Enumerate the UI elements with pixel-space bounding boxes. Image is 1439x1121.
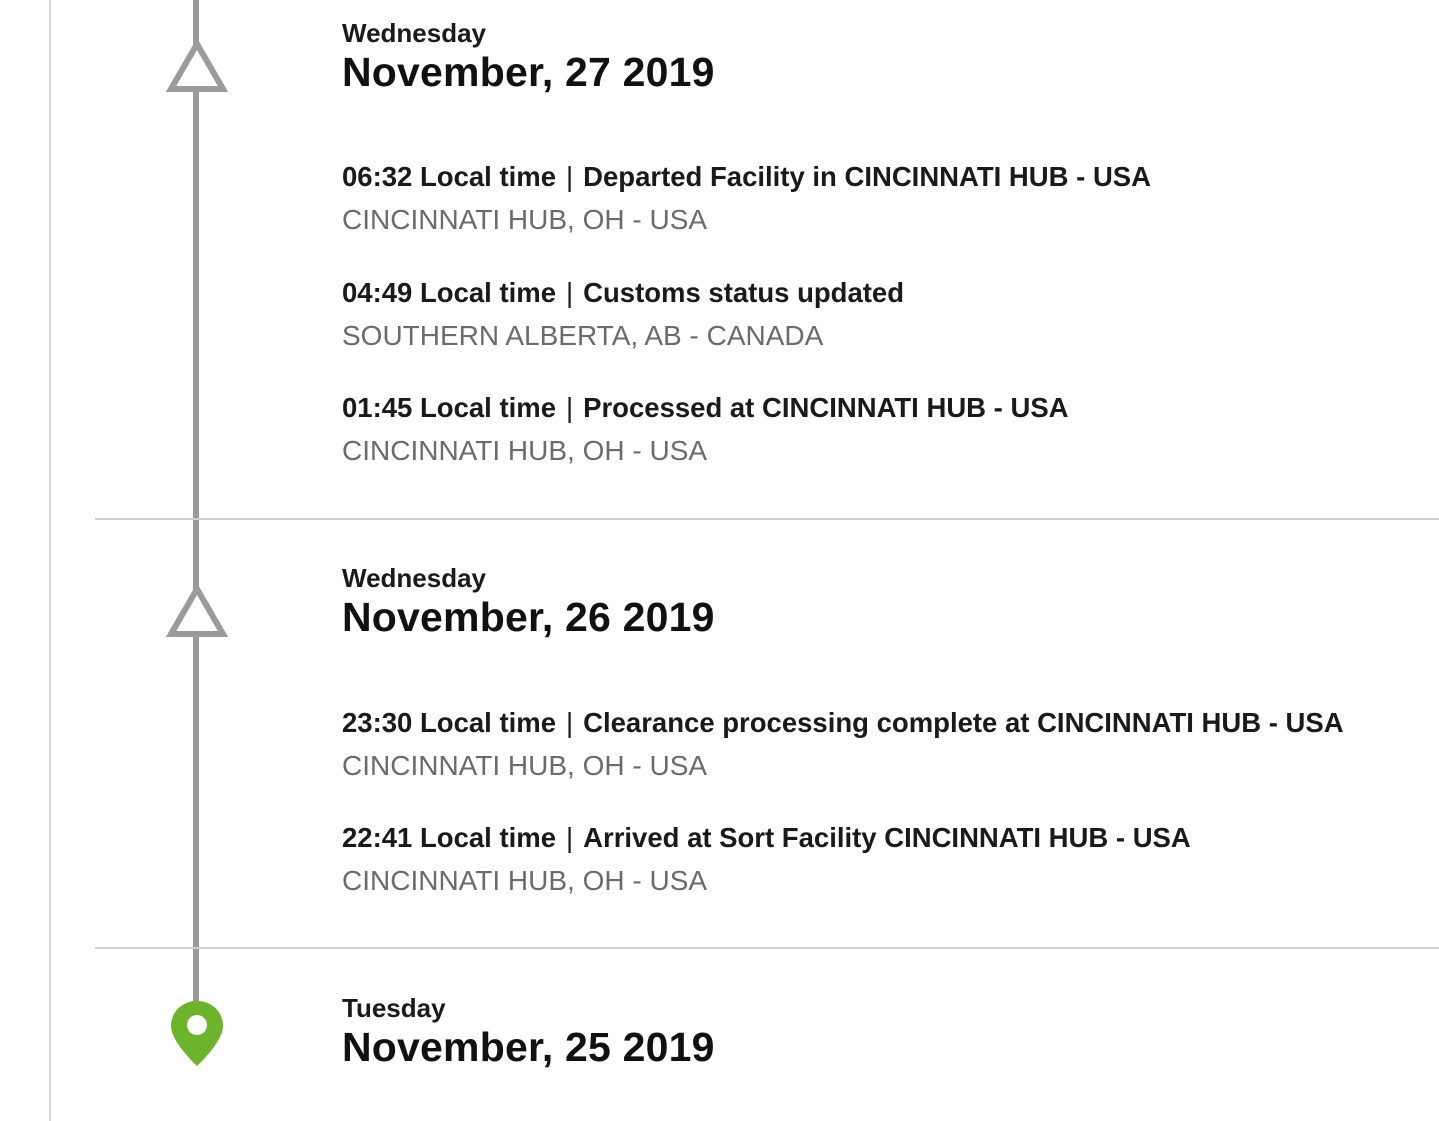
event-location: SOUTHERN ALBERTA, AB - CANADA <box>342 320 824 351</box>
event-separator: | <box>565 707 574 738</box>
event-description: Departed Facility in CINCINNATI HUB - US… <box>583 161 1152 192</box>
event-location: CINCINNATI HUB, OH - USA <box>342 865 708 896</box>
day-header: Tuesday November, 25 2019 <box>342 993 715 1071</box>
day-header: Wednesday November, 26 2019 <box>342 563 715 641</box>
event-title: 06:32 Local time | Departed Facility in CI… <box>342 160 1151 194</box>
event-separator: | <box>565 822 574 853</box>
event-time: 23:30 Local time <box>342 707 556 738</box>
event-item: 04:49 Local time|Customs status updated … <box>342 276 904 353</box>
event-description: Arrived at Sort Facility CINCINNATI HUB … <box>583 822 1191 853</box>
event-time: 06:32 Local time <box>342 161 556 192</box>
event-item: 06:32 Local time | Departed Facility in CI… <box>342 160 1151 237</box>
event-separator: | <box>565 277 574 308</box>
event-description: Processed at CINCINNATI HUB - USA <box>583 392 1069 423</box>
day-weekday: Tuesday <box>342 993 446 1023</box>
event-description: Customs status updated <box>583 277 905 308</box>
event-item: 22:41 Local time | Arrived at Sort Facilit… <box>342 821 1191 898</box>
timeline-line <box>193 0 199 1010</box>
event-time: 22:41 Local time <box>342 822 556 853</box>
day-date: November, 26 2019 <box>342 594 715 640</box>
event-location: CINCINNATI HUB, OH - USA <box>342 204 708 235</box>
event-location: CINCINNATI HUB, OH - USA <box>342 435 708 466</box>
event-title: 04:49 Local time | Customs status updated <box>342 276 904 310</box>
section-divider <box>95 947 1439 949</box>
triangle-outline-icon <box>166 583 228 637</box>
day-date: November, 27 2019 <box>342 49 715 95</box>
event-description: Clearance processing complete at CINCINN… <box>583 707 1344 738</box>
section-divider <box>95 518 1439 520</box>
event-separator: | <box>565 161 574 192</box>
left-border <box>49 0 51 1121</box>
event-time: 04:49 Local time <box>342 277 556 308</box>
event-item: 01:45 Local time | Processed at CINCINNATI… <box>342 391 1069 468</box>
triangle-outline-icon <box>166 38 228 92</box>
day-date: November, 25 2019 <box>342 1024 715 1070</box>
event-location: CINCINNATI HUB, OH - USA <box>342 750 708 781</box>
day-weekday: Wednesday <box>342 563 487 593</box>
event-item: 23:30 Local time | Clearance processing co… <box>342 706 1344 783</box>
event-title: 22:41 Local time | Arrived at Sort Facilit… <box>342 821 1191 855</box>
day-weekday: Wednesday <box>342 18 487 48</box>
event-title: 23:30 Local time | Clearance processing co… <box>342 706 1344 740</box>
day-header: Wednesday November, 27 2019 <box>342 18 715 96</box>
event-time: 01:45 Local time <box>342 392 556 423</box>
event-separator: | <box>565 392 574 423</box>
location-pin-icon <box>171 1001 223 1066</box>
event-title: 01:45 Local time | Processed at CINCINNATI… <box>342 391 1069 425</box>
